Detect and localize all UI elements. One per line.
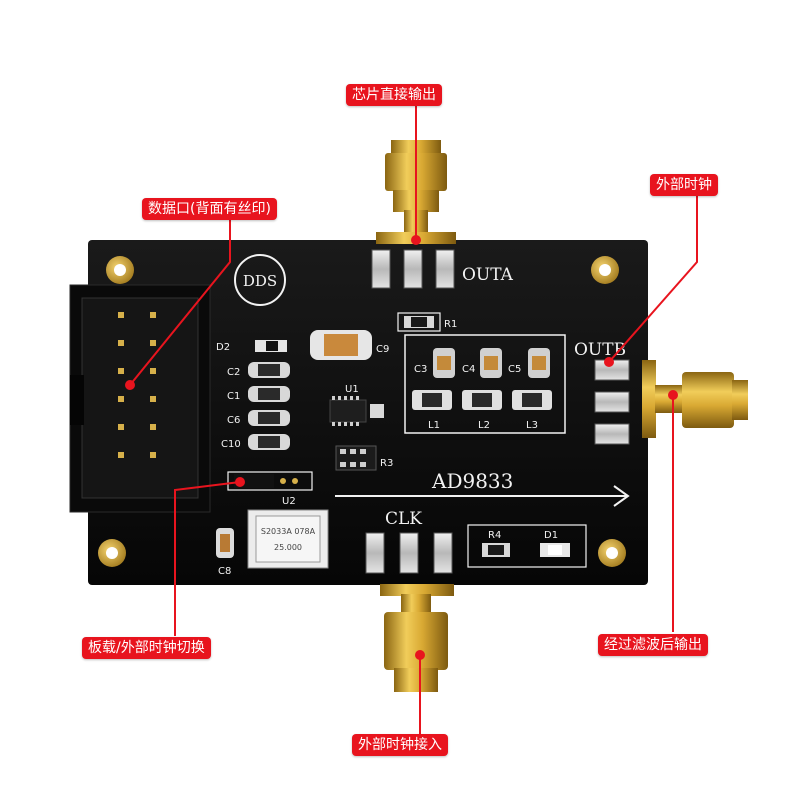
callout-leaders [129,106,698,734]
svg-text:C3: C3 [414,364,427,375]
diode-d2 [255,340,287,352]
callout-dots [125,235,678,660]
svg-text:C9: C9 [376,344,389,355]
svg-text:D2: D2 [216,342,230,353]
capacitor-c8 [216,528,234,558]
svg-text:C4: C4 [462,364,475,375]
sma-connector-outa [371,140,456,289]
sma-connector-outb [594,359,748,445]
svg-text:DDS: DDS [243,272,277,290]
svg-text:C1: C1 [227,391,240,402]
filter-section-outline [404,334,566,434]
filter-inductors [412,390,552,410]
data-port-connector [69,284,211,513]
callout-chip-direct-output: 芯片直接输出 [346,84,442,106]
crystal-oscillator: S2033A 078A 25.000 [247,509,329,569]
callout-external-clock: 外部时钟 [650,174,718,196]
mounting-holes [98,256,626,567]
svg-text:25.000: 25.000 [274,543,302,552]
resistor-r1 [397,312,441,332]
board-title: AD9833 [431,469,513,493]
sma-connector-clk [365,532,454,692]
capacitor-c9 [310,330,372,360]
svg-text:C5: C5 [508,364,521,375]
callout-filtered-output: 经过滤波后输出 [598,634,708,656]
svg-text:R4: R4 [488,530,501,541]
clk-label: CLK [385,509,422,529]
dds-logo: DDS [234,254,286,306]
ad9833-chip-u1 [329,396,384,426]
svg-text:D1: D1 [544,530,558,541]
filter-capacitors [433,348,550,378]
svg-text:L3: L3 [526,420,538,431]
svg-text:C6: C6 [227,415,240,426]
outb-label: OUTB [574,340,626,360]
svg-text:R1: R1 [444,319,457,330]
callout-board-external-switch: 板载/外部时钟切换 [82,637,211,659]
decoupling-capacitors [248,362,290,450]
svg-text:L2: L2 [478,420,490,431]
callout-data-port: 数据口(背面有丝印) [142,198,277,220]
svg-text:C10: C10 [221,439,241,450]
svg-text:C8: C8 [218,566,231,577]
svg-text:U1: U1 [345,384,359,395]
svg-text:C2: C2 [227,367,240,378]
resistor-array-r3 [335,445,377,471]
outa-label: OUTA [462,265,514,285]
svg-text:S2033A 078A: S2033A 078A [261,527,316,536]
callout-external-clock-input: 外部时钟接入 [352,734,448,756]
status-led-section [467,524,587,568]
title-arrow [335,485,630,507]
svg-text:U2: U2 [282,496,296,507]
svg-text:R3: R3 [380,458,393,469]
pcb-board [88,240,648,585]
svg-text:L1: L1 [428,420,440,431]
